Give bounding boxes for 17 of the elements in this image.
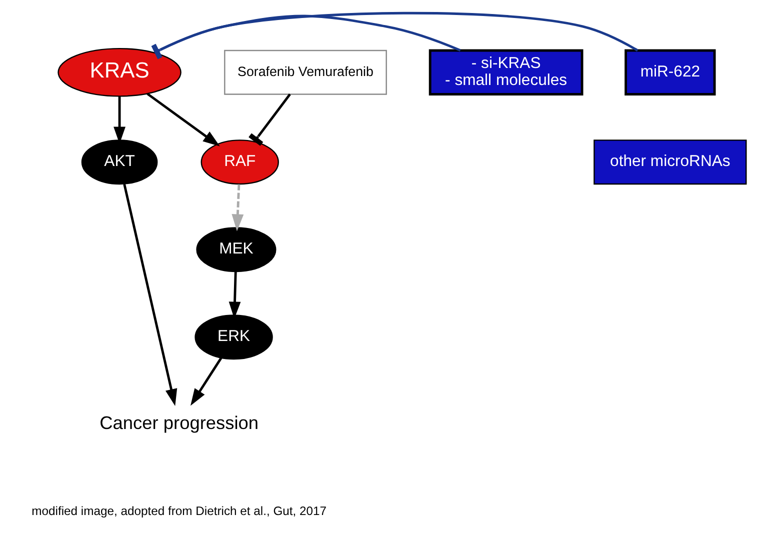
node-ellipse: RAF [200, 140, 278, 185]
node-ellipse: AKT [80, 140, 158, 185]
arrow [122, 184, 177, 406]
node-box: other microRNAs [593, 140, 746, 185]
connector [150, 14, 460, 60]
node-ellipse: MEK [196, 227, 276, 272]
node-box: - si-KRAS - small molecules [428, 49, 583, 96]
connector [150, 12, 638, 60]
arrow [146, 92, 220, 146]
label: modified image, adopted from Dietrich et al., Gut, 2017 [31, 504, 326, 518]
node-box: miR-622 [624, 49, 716, 96]
connector [248, 94, 290, 146]
node-text: Cancer progression [99, 412, 258, 433]
arrow [231, 184, 244, 232]
node-box: Sorafenib Vemurafenib [224, 50, 386, 95]
node-ellipse: ERK [194, 314, 272, 360]
arrow [190, 357, 222, 406]
